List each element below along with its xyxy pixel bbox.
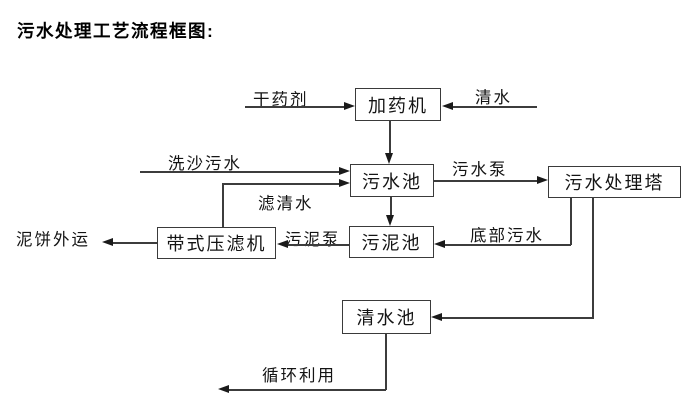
arrowhead-recycle-icon — [218, 385, 229, 393]
arrowhead-bottom-sewage-icon — [434, 240, 445, 248]
node-belt-filter-press-label: 带式压滤机 — [166, 234, 267, 254]
connector-dosing-to-sewage-line — [389, 120, 391, 154]
connector-dry-agent-line — [245, 106, 344, 108]
arrowhead-sewage-to-sludge-icon — [386, 215, 394, 226]
arrowhead-sludge-pump-icon — [277, 240, 288, 248]
connector-sludge-pump-line — [288, 244, 349, 246]
node-clean-water-pool: 清水池 — [342, 300, 431, 334]
arrowhead-mud-cake-icon — [102, 238, 113, 246]
flow-label-recycle-use: 循环利用 — [262, 367, 336, 385]
arrowhead-dosing-to-sewage-icon — [385, 153, 393, 164]
node-dosing-machine: 加药机 — [355, 88, 441, 121]
connector-tower-to-clean-line — [442, 317, 594, 319]
arrowhead-tower-to-clean-icon — [431, 313, 442, 321]
flow-label-bottom-sewage: 底部污水 — [470, 227, 544, 245]
flow-label-sludge-pump: 污泥泵 — [285, 231, 341, 249]
arrowhead-dry-agent-icon — [344, 102, 355, 110]
flow-label-sewage-pump: 污水泵 — [452, 161, 508, 179]
connector-recycle-line — [229, 389, 386, 391]
page-title: 污水处理工艺流程框图: — [17, 21, 215, 41]
arrowhead-sand-washing-icon — [339, 167, 350, 175]
node-sewage-pool: 污水池 — [350, 164, 434, 197]
connector-mud-cake-line — [113, 242, 157, 244]
node-sludge-pool: 污泥池 — [349, 226, 434, 258]
node-sewage-pool-label: 污水池 — [362, 171, 422, 192]
connector-recycle-riser-line — [385, 334, 387, 390]
connector-clean-water-line — [453, 106, 537, 108]
connector-bottom-sewage-riser-line — [570, 197, 572, 245]
connector-sand-washing-line — [140, 171, 339, 173]
node-treatment-tower: 污水处理塔 — [548, 166, 681, 198]
node-dosing-machine-label: 加药机 — [368, 95, 428, 116]
node-treatment-tower-label: 污水处理塔 — [564, 173, 665, 193]
connector-sewage-to-sludge-line — [390, 197, 392, 216]
connector-filtered-water-riser-line — [222, 183, 224, 227]
connector-tower-to-clean-riser-line — [592, 197, 594, 318]
flow-label-sand-washing-sewage: 洗沙污水 — [168, 155, 242, 173]
flow-label-clean-water: 清水 — [475, 89, 512, 107]
flow-label-mud-cake-out: 泥饼外运 — [16, 231, 90, 249]
node-sludge-pool-label: 污泥池 — [361, 233, 422, 253]
node-belt-filter-press: 带式压滤机 — [157, 227, 276, 259]
node-clean-water-pool-label: 清水池 — [356, 308, 417, 328]
connector-bottom-sewage-line — [445, 244, 571, 246]
flow-label-dry-agent: 干药剂 — [253, 91, 309, 109]
arrowhead-clean-water-icon — [442, 102, 453, 110]
flow-label-filtered-water: 滤清水 — [258, 195, 314, 213]
arrowhead-sewage-pump-icon — [537, 176, 548, 184]
connector-sewage-pump-line — [434, 180, 537, 182]
connector-filtered-water-line — [222, 183, 339, 185]
arrowhead-filtered-water-icon — [339, 179, 350, 187]
